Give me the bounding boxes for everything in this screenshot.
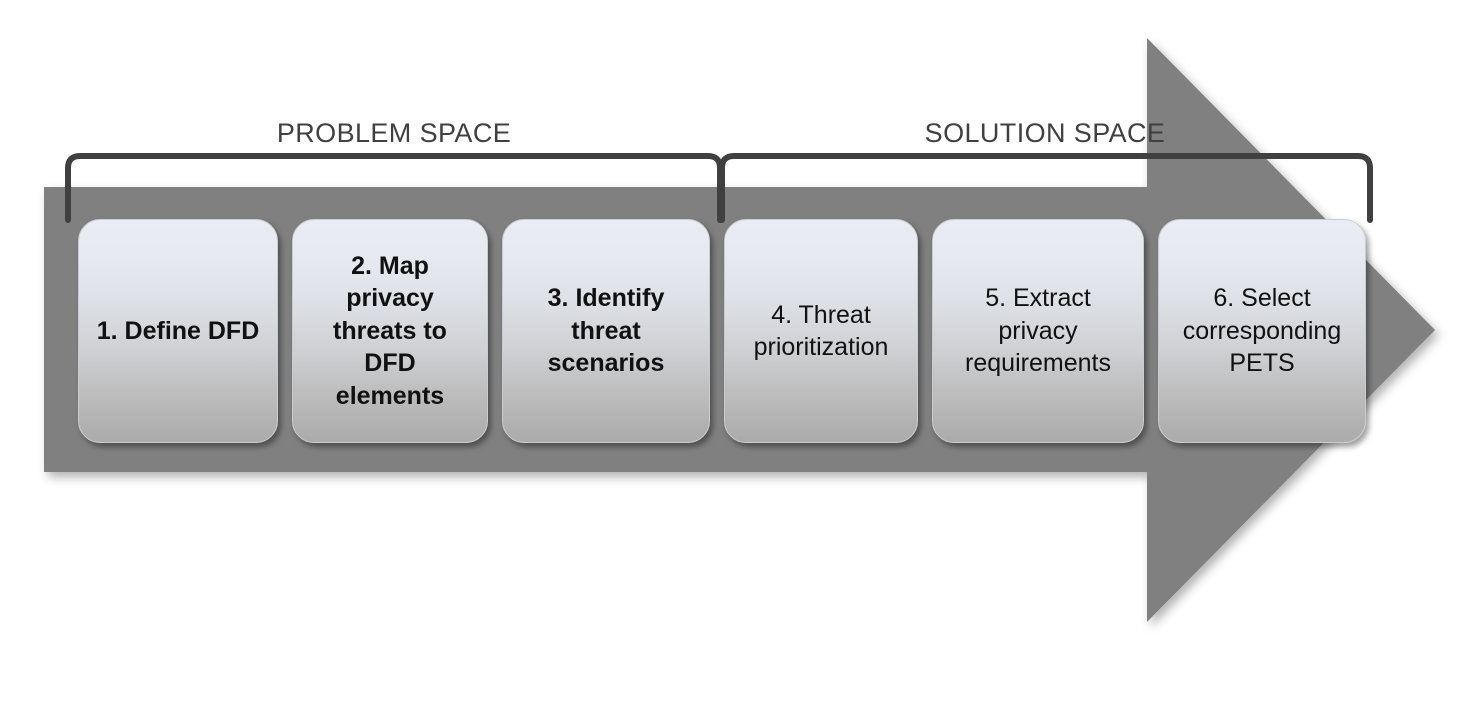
step-box-2-map-privacy-threats[interactable]: 2. Map privacy threats to DFD elements [292, 219, 488, 443]
step-label: 3. Identify threat scenarios [547, 284, 665, 378]
step-box-4-threat-prioritization[interactable]: 4. Threat prioritization [724, 219, 918, 443]
step-label: 1. Define DFD [96, 316, 260, 345]
step-label: 5. Extract privacy requirements [965, 284, 1111, 378]
step-label: 6. Select corresponding PETS [1182, 284, 1342, 378]
step-box-3-identify-threat-scenarios[interactable]: 3. Identify threat scenarios [502, 219, 710, 443]
step-label: 4. Threat prioritization [753, 300, 889, 362]
step-box-6-select-corresponding-pets[interactable]: 6. Select corresponding PETS [1158, 219, 1366, 443]
step-box-1-define-dfd[interactable]: 1. Define DFD [78, 219, 278, 443]
step-box-5-extract-privacy-requirements[interactable]: 5. Extract privacy requirements [932, 219, 1144, 443]
process-steps-row: 1. Define DFD 2. Map privacy threats to … [78, 219, 1366, 443]
phase-label-problem-space: PROBLEM SPACE [276, 118, 512, 148]
step-label: 2. Map privacy threats to DFD elements [333, 251, 447, 410]
phase-label-solution-space: SOLUTION SPACE [924, 118, 1166, 148]
